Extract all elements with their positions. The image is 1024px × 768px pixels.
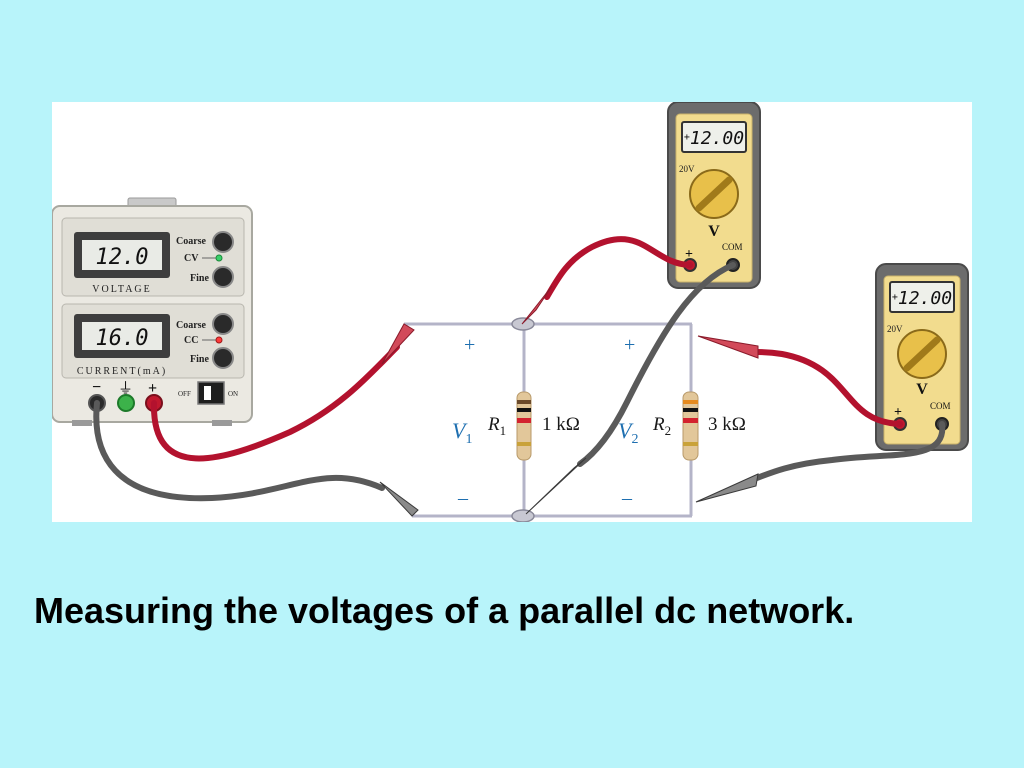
meter1-plus-label: + xyxy=(685,247,693,262)
meter2-red-lead[interactable] xyxy=(754,349,903,427)
power-supply: 12.0 VOLTAGE Coarse CV Fine 16.0 CURRENT… xyxy=(52,197,253,426)
cv-indicator xyxy=(215,254,223,262)
meter1-display xyxy=(681,121,747,153)
cv-label: CV xyxy=(184,253,199,264)
circuit-diagram: + – + – V1 V2 R1 1 kΩ R2 3 kΩ 12.0 VOLTA… xyxy=(52,102,969,522)
v2-label: V2 xyxy=(618,418,638,447)
meter2-range-label: 20V xyxy=(887,324,903,334)
coarse-knob-current[interactable] xyxy=(212,313,234,335)
v2-plus-sign: + xyxy=(624,334,635,356)
meter1-com-label: COM xyxy=(722,242,743,252)
meter1-mode-label: V xyxy=(708,223,720,240)
resistor-r1 xyxy=(516,391,532,461)
supply-red-lead[interactable] xyxy=(150,344,400,462)
meter1-red-probe[interactable] xyxy=(521,285,553,325)
cc-indicator xyxy=(215,336,223,344)
top-node xyxy=(511,317,535,331)
r1-value: 1 kΩ xyxy=(542,414,580,435)
meter2-display xyxy=(889,281,955,313)
meter2-mode-label: V xyxy=(916,381,928,398)
plus-terminal-label: + xyxy=(148,380,157,397)
ground-terminal[interactable] xyxy=(117,394,135,412)
voltmeter-1: +12.00 20V V + COM xyxy=(667,102,761,289)
on-label: ON xyxy=(228,390,238,398)
r2-label: R2 xyxy=(652,414,671,438)
voltage-label: VOLTAGE xyxy=(92,284,152,295)
fine-knob-current[interactable] xyxy=(212,347,234,369)
circuit-figure: + – + – V1 V2 R1 1 kΩ R2 3 kΩ 12.0 VOLTA… xyxy=(52,102,972,522)
meter2-plus-label: + xyxy=(894,405,902,420)
meter2-black-lead[interactable] xyxy=(749,421,946,483)
v1-minus-sign: – xyxy=(457,487,469,509)
supply-black-probe[interactable] xyxy=(379,481,419,517)
r1-label: R1 xyxy=(487,414,506,438)
voltage-display xyxy=(82,240,162,270)
resistor-r2 xyxy=(682,391,699,461)
r2-value: 3 kΩ xyxy=(708,414,746,435)
current-label: CURRENT(mA) xyxy=(77,366,167,377)
meter1-black-lead[interactable] xyxy=(577,262,736,467)
fine-label-top: Fine xyxy=(190,273,209,284)
supply-red-probe[interactable] xyxy=(381,323,415,365)
cc-label: CC xyxy=(184,335,198,346)
meter2-black-probe[interactable] xyxy=(695,473,759,503)
meter2-red-probe[interactable] xyxy=(697,335,759,359)
ground-icon: ⏚ xyxy=(118,380,133,397)
probe-tips xyxy=(379,285,759,517)
meter1-red-lead[interactable] xyxy=(544,236,693,300)
v1-plus-sign: + xyxy=(464,334,475,356)
meter1-display-value: +12.00 xyxy=(684,128,744,149)
coarse-knob-voltage[interactable] xyxy=(212,231,234,253)
v1-label: V1 xyxy=(452,418,472,447)
current-display xyxy=(82,322,162,350)
voltage-display-value: 12.0 xyxy=(96,245,149,270)
coarse-label-bottom: Coarse xyxy=(176,320,207,331)
fine-knob-voltage[interactable] xyxy=(212,266,234,288)
meter1-range-label: 20V xyxy=(679,164,695,174)
supply-black-lead[interactable] xyxy=(93,400,385,502)
slide-caption: Measuring the voltages of a parallel dc … xyxy=(34,590,855,631)
voltmeter-2: +12.00 20V V + COM xyxy=(875,263,969,451)
minus-terminal-label: − xyxy=(92,379,101,396)
meter2-com-label: COM xyxy=(930,401,951,411)
meter2-display-value: +12.00 xyxy=(892,288,952,309)
off-label: OFF xyxy=(178,390,191,398)
v2-minus-sign: – xyxy=(621,487,633,509)
meter1-black-probe[interactable] xyxy=(525,457,587,515)
coarse-label-top: Coarse xyxy=(176,236,207,247)
bottom-node xyxy=(511,509,535,522)
fine-label-bottom: Fine xyxy=(190,354,209,365)
current-display-value: 16.0 xyxy=(96,326,149,351)
